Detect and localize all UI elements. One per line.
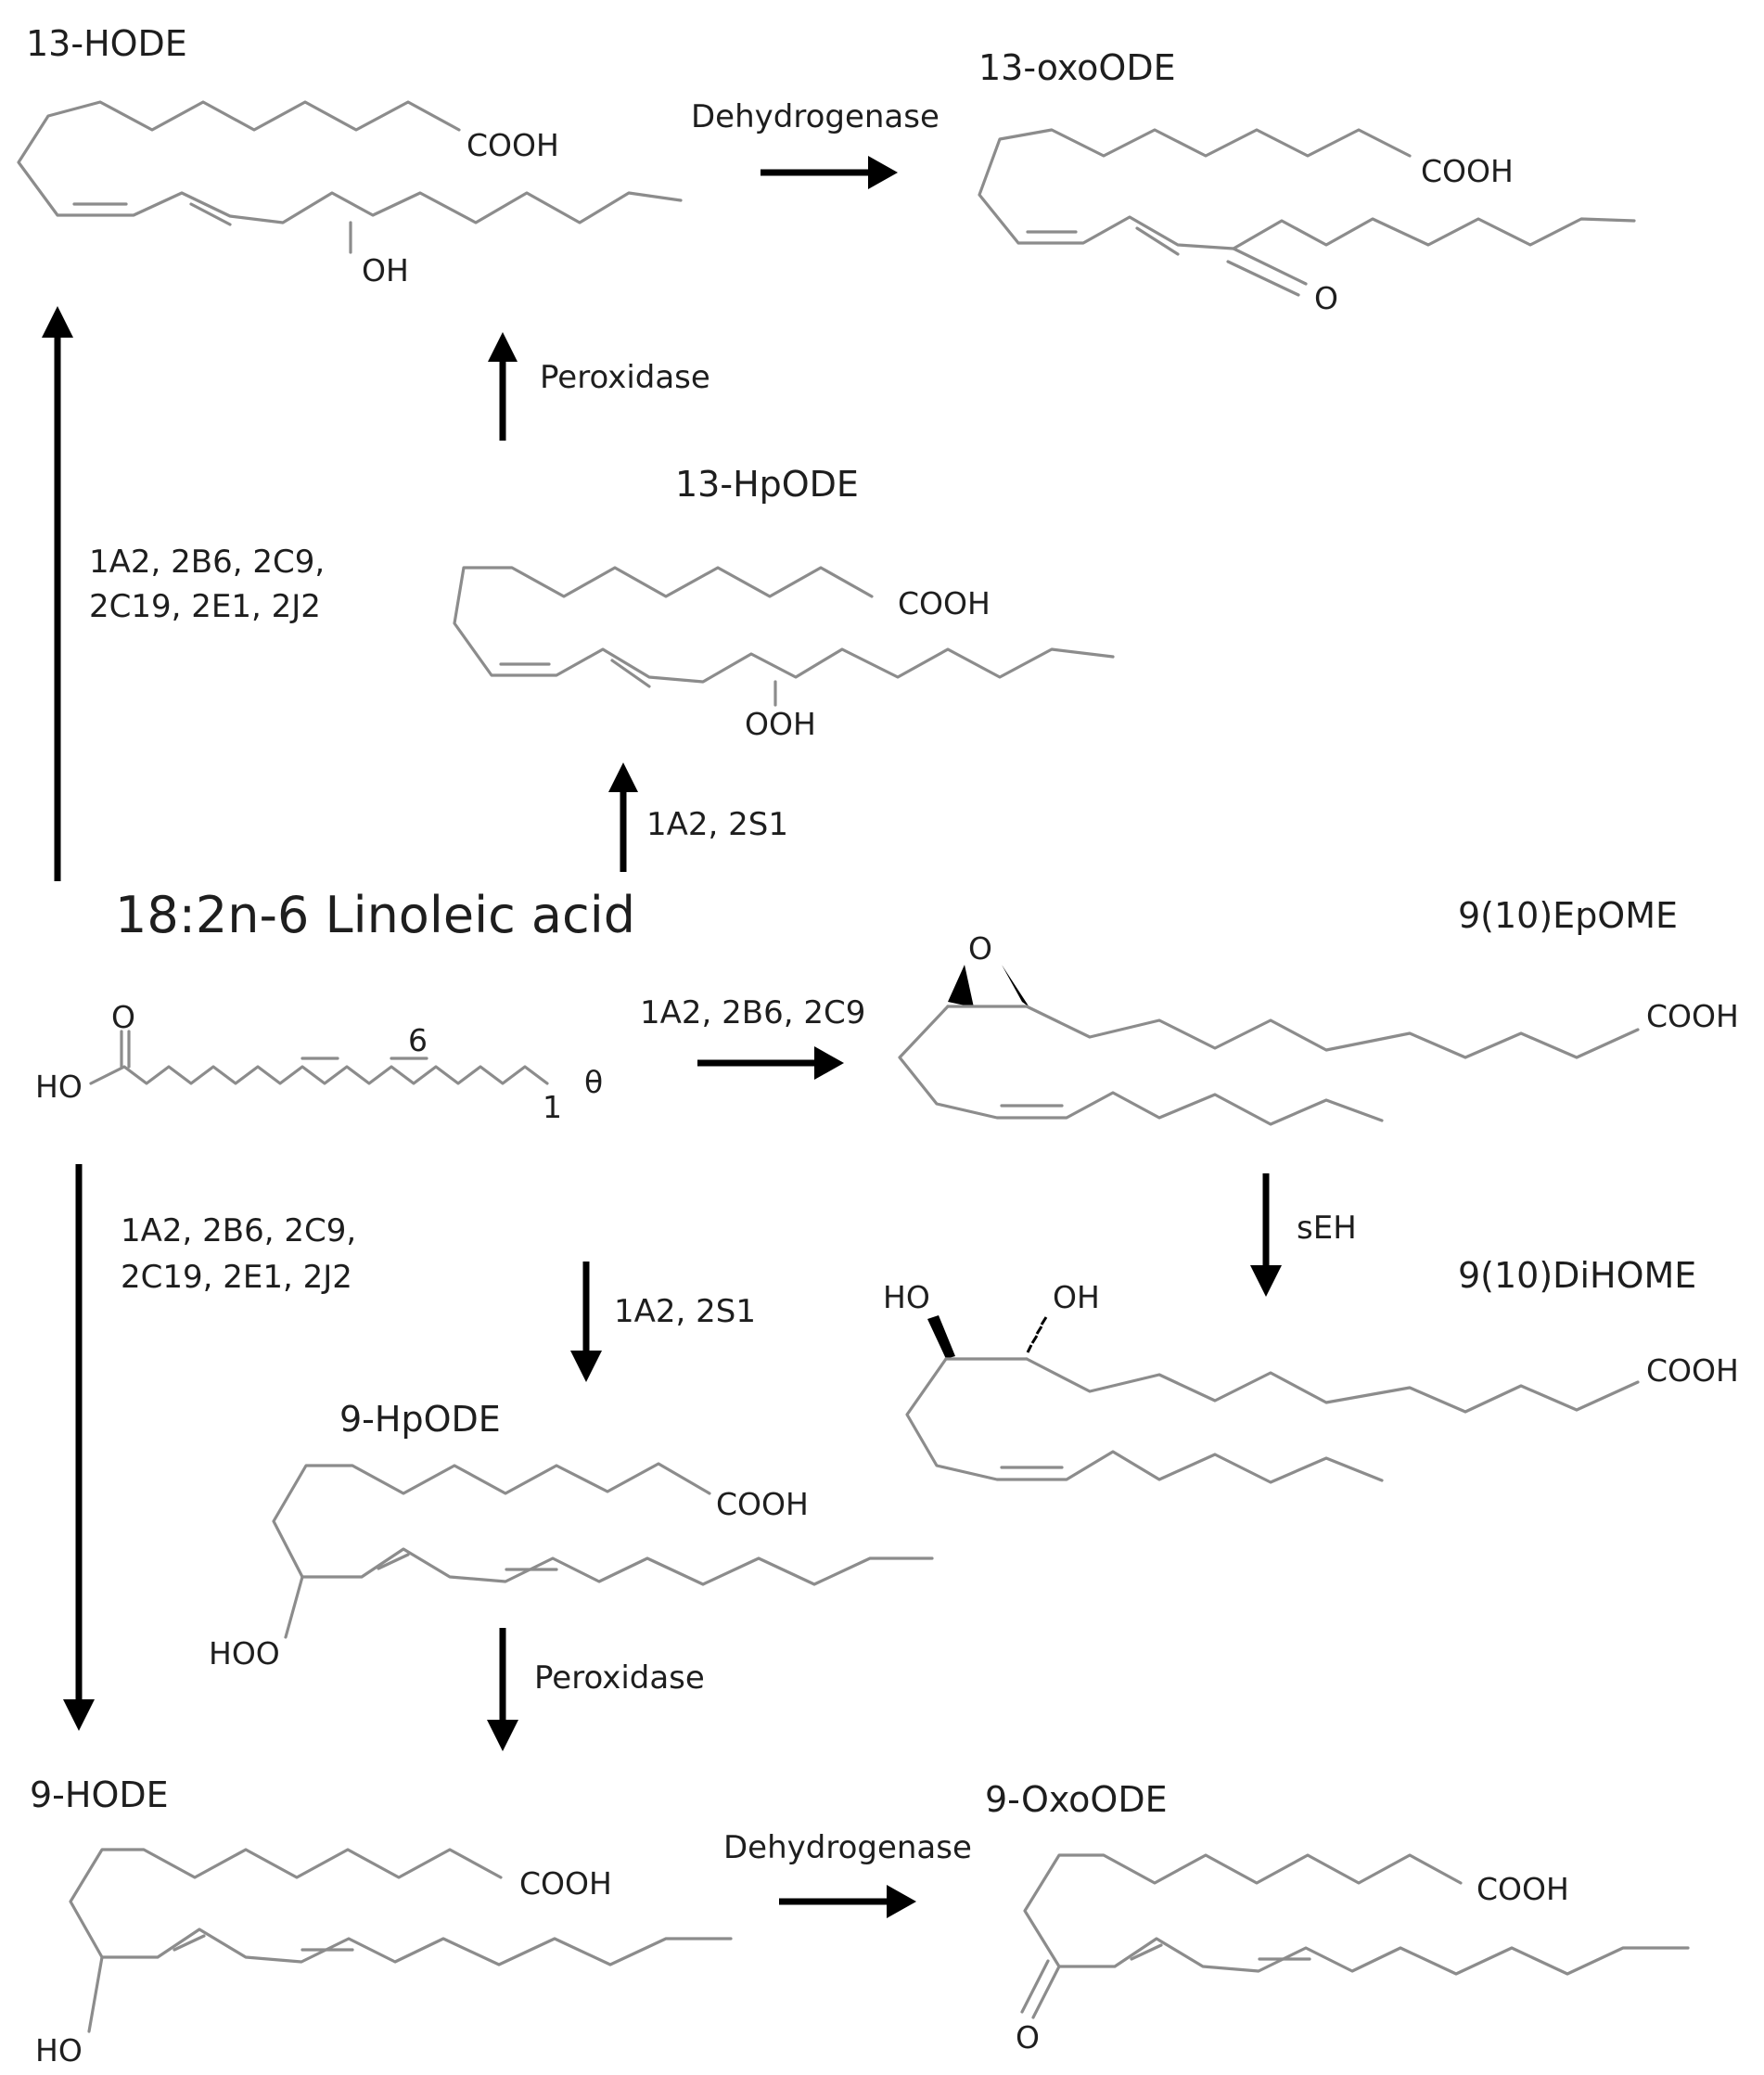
- enzyme-left-up-1: 1A2, 2B6, 2C9,: [89, 544, 325, 581]
- label-13-hpode: 13-HpODE: [675, 464, 859, 505]
- label-9-hpode: 9-HpODE: [339, 1399, 501, 1440]
- enzyme-dehydrogenase-top: Dehydrogenase: [691, 98, 940, 135]
- arrow-linoleic-to-13hpode: [608, 762, 638, 872]
- arrow-linoleic-to-9hode: [63, 1164, 95, 1731]
- 9-hode-acid: COOH: [519, 1865, 612, 1902]
- 13-oxoode-o: O: [1314, 280, 1338, 316]
- structure-9-hode: COOH HO: [35, 1848, 733, 2069]
- arrow-linoleic-to-9hpode: [570, 1262, 602, 1382]
- label-9-oxoode: 9-OxoODE: [985, 1779, 1168, 1820]
- 9-hpode-acid: COOH: [716, 1486, 809, 1522]
- dihome-ho: HO: [883, 1279, 930, 1315]
- enzyme-dehydrogenase-bottom: Dehydrogenase: [723, 1829, 972, 1866]
- structure-13-hode: COOH OH: [17, 100, 683, 288]
- structure-linoleic-acid: O HO 6 1 θ: [35, 999, 603, 1125]
- structure-13-oxoode: COOH O: [978, 128, 1636, 316]
- label-9-10-epome: 9(10)EpOME: [1458, 895, 1678, 936]
- enzyme-seh: sEH: [1297, 1210, 1357, 1247]
- dihome-oh: OH: [1053, 1279, 1100, 1315]
- structure-9-hpode: COOH HOO: [209, 1462, 934, 1672]
- arrow-epome-to-dihome: [1250, 1173, 1282, 1297]
- structure-13-hpode: COOH OOH: [453, 566, 1115, 742]
- 13-hpode-acid: COOH: [898, 585, 991, 621]
- 9-hpode-hoo: HOO: [209, 1635, 280, 1672]
- label-9-hode: 9-HODE: [30, 1774, 169, 1815]
- enzyme-to-epome: 1A2, 2B6, 2C9: [640, 994, 865, 1031]
- arrow-linoleic-to-13hode: [42, 306, 73, 881]
- 13-hode-acid: COOH: [467, 127, 559, 163]
- linoleic-carbonyl-o: O: [111, 999, 135, 1035]
- label-13-hode: 13-HODE: [26, 23, 187, 64]
- structure-9-10-epome: O COOH: [898, 930, 1739, 1126]
- arrow-linoleic-to-epome: [697, 1046, 844, 1080]
- enzyme-left-up-2: 2C19, 2E1, 2J2: [89, 588, 321, 625]
- 9-oxoode-o: O: [1016, 2019, 1040, 2056]
- enzyme-peroxidase-bottom: Peroxidase: [534, 1659, 705, 1697]
- 9-oxoode-acid: COOH: [1476, 1871, 1569, 1907]
- 13-hpode-ooh: OOH: [745, 706, 816, 742]
- 13-oxoode-acid: COOH: [1421, 153, 1514, 189]
- linoleic-n6: 6: [408, 1022, 428, 1058]
- label-13-oxoode: 13-oxoODE: [978, 47, 1176, 88]
- enzyme-to-9hpode: 1A2, 2S1: [614, 1293, 756, 1330]
- linoleic-n1: 1: [543, 1089, 562, 1125]
- dihome-acid: COOH: [1646, 1352, 1739, 1389]
- arrow-13hpode-to-13hode: [488, 332, 518, 441]
- enzyme-left-down-1: 1A2, 2B6, 2C9,: [121, 1212, 356, 1249]
- structure-9-10-dihome: HO OH COOH: [883, 1279, 1739, 1484]
- arrow-9hpode-to-9hode: [487, 1628, 518, 1751]
- 13-hode-oh: OH: [362, 252, 409, 288]
- arrow-13hode-to-13oxoode: [761, 156, 898, 189]
- linoleic-ho: HO: [35, 1069, 83, 1105]
- enzyme-to-13hpode: 1A2, 2S1: [646, 806, 788, 843]
- linoleic-omega: θ: [584, 1064, 603, 1100]
- label-linoleic-acid: 18:2n-6 Linoleic acid: [115, 886, 635, 944]
- structure-9-oxoode: COOH O: [1016, 1853, 1690, 2056]
- arrow-9hode-to-9oxoode: [779, 1885, 916, 1918]
- epome-acid: COOH: [1646, 998, 1739, 1034]
- label-9-10-dihome: 9(10)DiHOME: [1458, 1255, 1696, 1296]
- epome-epoxide-o: O: [968, 930, 992, 967]
- enzyme-left-down-2: 2C19, 2E1, 2J2: [121, 1259, 352, 1296]
- enzyme-peroxidase-top: Peroxidase: [540, 359, 710, 396]
- 9-hode-ho: HO: [35, 2032, 83, 2069]
